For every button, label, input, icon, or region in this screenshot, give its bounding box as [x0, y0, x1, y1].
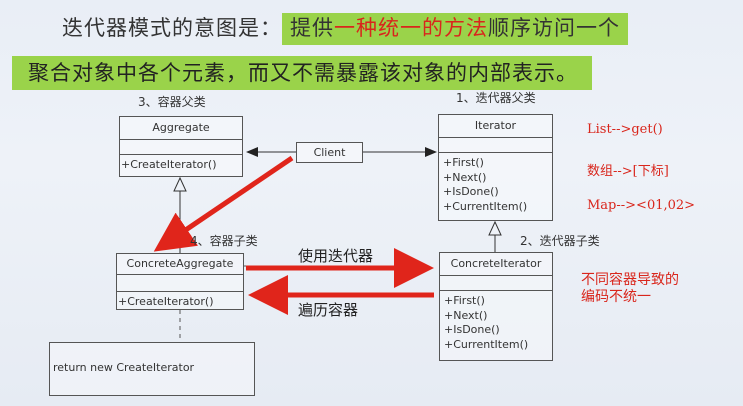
caption-aggregate-child: 4、容器子类	[190, 234, 258, 248]
title-hl-a: 提供	[290, 16, 334, 40]
concrete-iterator-class: ConcreteIterator +First() +Next() +IsDon…	[439, 252, 553, 361]
concrete-aggregate-attrs	[117, 275, 243, 292]
intent-subtitle: 聚合对象中各个元素，而又不需暴露该对象的内部表示。	[12, 56, 592, 90]
intent-title: 迭代器模式的意图是：提供一种统一的方法顺序访问一个	[62, 12, 628, 45]
caption-iterator-child: 2、迭代器子类	[520, 234, 600, 248]
iterator-attrs	[439, 138, 552, 153]
caption-iterator-parent: 1、迭代器父类	[456, 91, 536, 105]
concrete-iterator-method: +First()	[444, 294, 485, 307]
concrete-aggregate-class: ConcreteAggregate +CreateIterator()	[116, 253, 244, 310]
iterator-name: Iterator	[439, 115, 552, 138]
iterator-method: +First()	[443, 156, 484, 169]
iterator-method: +Next()	[443, 170, 487, 184]
iterator-method: +CurrentItem()	[443, 199, 528, 213]
title-hl-red: 一种统一的方法	[334, 16, 488, 40]
title-hl-b: 顺序访问一个	[488, 16, 620, 40]
client-to-iterator-arrow	[425, 147, 437, 157]
caption-aggregate-parent: 3、容器父类	[138, 95, 206, 109]
note-array: 数组-->[下标]	[587, 164, 669, 179]
label-use-iterator: 使用迭代器	[298, 247, 374, 265]
concrete-iterator-method: +IsDone()	[444, 323, 500, 336]
aggregate-name: Aggregate	[120, 117, 242, 140]
client-to-aggregate-arrow	[246, 147, 258, 157]
concrete-iterator-attrs	[440, 276, 552, 291]
client-to-concreteaggregate-red-arrow	[153, 155, 294, 252]
title-highlight: 提供一种统一的方法顺序访问一个	[282, 13, 628, 45]
client-class: Client	[296, 142, 363, 163]
label-traverse: 遍历容器	[298, 301, 359, 319]
aggregate-method: +CreateIterator()	[121, 158, 217, 171]
note-problem-line2: 编码不统一	[581, 289, 651, 305]
concrete-aggregate-method: +CreateIterator()	[118, 295, 214, 308]
note-list: List-->get()	[587, 122, 663, 137]
concrete-aggregate-name: ConcreteAggregate	[117, 254, 243, 275]
concrete-iterator-methods: +First() +Next() +IsDone() +CurrentItem(…	[440, 291, 552, 352]
concrete-iterator-name: ConcreteIterator	[440, 253, 552, 276]
iterator-methods: +First() +Next() +IsDone() +CurrentItem(…	[439, 153, 552, 214]
code-note-text: return new CreateIterator	[53, 361, 195, 374]
title-prefix: 迭代器模式的意图是：	[62, 16, 282, 40]
code-note-box: return new CreateIterator	[49, 342, 255, 396]
note-problem: 不同容器导致的 编码不统一	[581, 272, 679, 306]
iterator-inherit-triangle	[488, 220, 502, 236]
aggregate-inherit-triangle	[173, 176, 187, 192]
note-problem-line1: 不同容器导致的	[581, 272, 679, 288]
concrete-iterator-method: +CurrentItem()	[444, 337, 529, 351]
iterator-class: Iterator +First() +Next() +IsDone() +Cur…	[438, 114, 553, 221]
aggregate-class: Aggregate +CreateIterator()	[119, 116, 243, 177]
aggregate-attrs	[120, 140, 242, 155]
note-map: Map--><01,02>	[587, 198, 696, 213]
concrete-iterator-method: +Next()	[444, 308, 488, 322]
iterator-method: +IsDone()	[443, 185, 499, 198]
